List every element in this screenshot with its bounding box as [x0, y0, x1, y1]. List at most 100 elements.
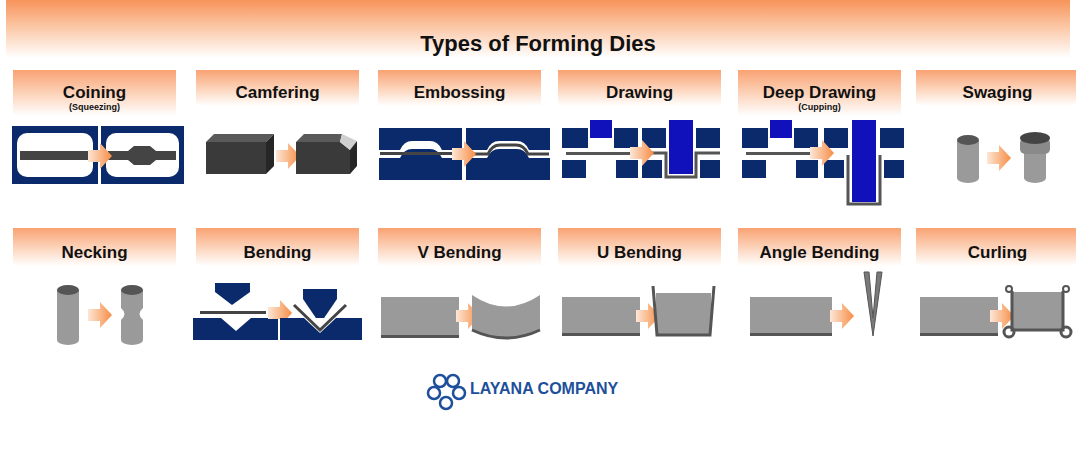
angle-bending-figure	[750, 272, 882, 336]
sheet-edge	[1012, 291, 1063, 330]
die	[742, 160, 766, 178]
process-header: Bending	[196, 228, 359, 266]
process-header: Necking	[13, 228, 176, 266]
sheet-edge	[472, 330, 540, 338]
process-name: Coining	[13, 84, 176, 102]
die	[796, 160, 818, 178]
die	[562, 160, 586, 178]
block-front	[296, 142, 350, 174]
rod-top	[957, 135, 979, 145]
necking-figure	[57, 285, 143, 345]
punch	[669, 120, 693, 174]
blank-holder	[742, 128, 768, 148]
sheet	[750, 297, 832, 335]
process-name: Curling	[916, 244, 1076, 262]
die	[616, 160, 638, 178]
process-header: Angle Bending	[738, 228, 901, 266]
sheet	[380, 152, 461, 155]
rod-top	[57, 285, 79, 295]
sheet-edge	[381, 335, 459, 338]
blank-holder	[614, 128, 638, 148]
block-front	[206, 142, 266, 174]
chamfer-figure	[206, 134, 357, 174]
process-header: U Bending	[558, 228, 721, 266]
drawn-cup	[642, 153, 720, 177]
process-name: Swaging	[916, 84, 1076, 102]
punch	[215, 283, 250, 305]
process-name: Drawing	[558, 84, 721, 102]
process-header: Curling	[916, 228, 1076, 266]
blank-holder	[880, 128, 904, 148]
bending-figure	[193, 283, 362, 340]
sheet	[920, 297, 998, 335]
head-top	[1020, 132, 1050, 144]
process-arrow	[88, 143, 112, 169]
sheet-edge	[653, 286, 714, 335]
v-bent-sheet	[472, 295, 540, 338]
process-header: Drawing	[558, 70, 721, 106]
punch	[590, 120, 612, 138]
process-arrow	[452, 141, 476, 167]
rod	[57, 290, 79, 340]
sheet	[746, 152, 814, 155]
u-bent-sheet	[656, 293, 711, 335]
sheet	[200, 311, 266, 314]
process-header: Coining(Squeezing)	[13, 70, 176, 116]
logo-ring	[434, 375, 446, 387]
process-subtitle: (Cupping)	[738, 102, 901, 112]
punch	[770, 120, 792, 138]
process-arrow	[630, 140, 654, 166]
blank-holder	[794, 128, 818, 148]
page-title: Types of Forming Dies	[0, 31, 1076, 57]
process-header: Camfering	[196, 70, 359, 106]
sheet	[562, 297, 640, 335]
sheet	[381, 297, 459, 337]
embossed-sheet	[467, 145, 549, 154]
rod	[957, 140, 979, 178]
die-cavity	[106, 133, 179, 177]
logo-ring	[447, 375, 459, 387]
deep-drawing-figure	[742, 120, 904, 204]
logo-ring	[453, 387, 465, 399]
block-top	[206, 134, 274, 142]
coined-part	[108, 146, 176, 165]
embossing-figure	[379, 128, 550, 180]
necked-rod	[121, 290, 143, 340]
block-side	[350, 141, 357, 174]
process-arrow	[88, 302, 112, 328]
process-name: Camfering	[196, 84, 359, 102]
curl	[1006, 286, 1012, 292]
curl	[1061, 327, 1071, 337]
rod-bottom	[121, 335, 143, 345]
process-subtitle: (Squeezing)	[13, 102, 176, 112]
die-gap	[379, 141, 462, 158]
sheet-edge	[920, 333, 998, 336]
logo-ring	[428, 387, 440, 399]
process-arrow	[987, 145, 1011, 171]
blank-holder	[562, 128, 588, 148]
rod-top	[121, 285, 143, 295]
sheet-edge	[562, 333, 640, 336]
process-name: Angle Bending	[738, 244, 901, 262]
v-die	[193, 318, 278, 340]
bent-sheet	[294, 305, 346, 330]
rod-bottom	[957, 173, 979, 183]
die	[101, 126, 184, 184]
process-header: Deep Drawing(Cupping)	[738, 70, 901, 116]
process-arrow	[810, 140, 834, 166]
curling-figure	[920, 286, 1071, 337]
curl	[1063, 286, 1069, 292]
process-name: U Bending	[558, 244, 721, 262]
process-name: Bending	[196, 244, 359, 262]
block-top	[296, 134, 342, 142]
sheet-edge	[750, 333, 832, 336]
process-header: Embossing	[378, 70, 541, 106]
die-gap	[466, 141, 550, 158]
block-side	[266, 134, 274, 174]
coining-figure	[12, 126, 184, 184]
company-name: LAYANA COMPANY	[470, 380, 618, 398]
drawing-figure	[562, 120, 720, 178]
die	[884, 160, 904, 178]
curl	[1004, 327, 1014, 337]
angle-bent-sheet	[864, 272, 882, 336]
